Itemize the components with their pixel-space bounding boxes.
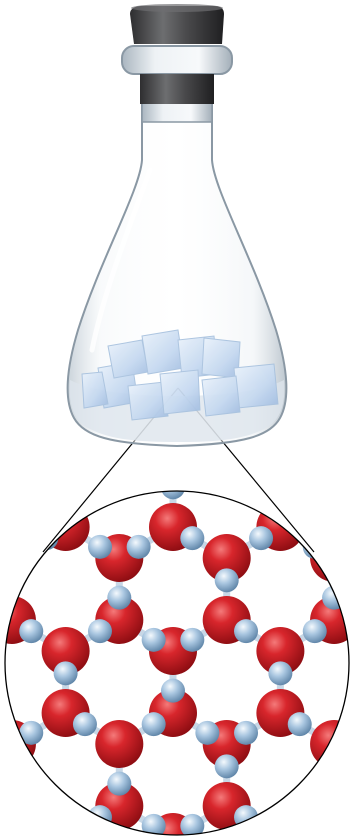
hydrogen-bond (280, 806, 334, 837)
hydrogen-atom (19, 805, 43, 829)
hydrogen-atom (303, 535, 327, 559)
hydrogen-atom (161, 679, 185, 703)
hydrogen-atom (161, 475, 185, 499)
oxygen-atom (95, 720, 143, 768)
hydrogen-atom (303, 619, 327, 643)
oxygen-atom (256, 813, 304, 839)
oxygen-atom (42, 441, 90, 489)
hydrogen-atom (303, 805, 327, 829)
hydrogen-atom (107, 586, 131, 610)
oxygen-atom (42, 813, 90, 839)
hydrogen-atom (0, 772, 24, 796)
oxygen-atom (0, 782, 36, 830)
hydrogen-atom (73, 712, 97, 736)
hydrogen-atom (54, 493, 78, 517)
hydrogen-atom (234, 721, 258, 745)
flask-lip (122, 46, 232, 74)
hydrogen-atom (107, 772, 131, 796)
oxygen-atom (310, 782, 354, 830)
hydrogen-atom (142, 628, 166, 652)
hydrogen-atom (180, 628, 204, 652)
oxygen-atom (256, 441, 304, 489)
hydrogen-atom (234, 619, 258, 643)
hydrogen-atom (195, 721, 219, 745)
hydrogen-atom (180, 526, 204, 550)
hydrogen-bond (12, 806, 66, 837)
hydrogen-atom (88, 619, 112, 643)
hydrogen-atom (142, 712, 166, 736)
hydrogen-atom (19, 619, 43, 643)
hydrogen-atom (88, 535, 112, 559)
hydrogen-atom (0, 568, 24, 592)
hydrogen-atom (268, 661, 292, 685)
hydrogen-atom (288, 712, 312, 736)
hydrogen-atom (127, 535, 151, 559)
hydrogen-atom (19, 721, 43, 745)
hydrogen-bond (0, 713, 12, 744)
hydrogen-atom (0, 721, 5, 745)
hydrogen-atom (215, 754, 239, 778)
hydrogen-atom (268, 493, 292, 517)
stopper-plug (140, 74, 214, 104)
water-molecule-lattice-icon (0, 441, 354, 839)
flask-icon (68, 4, 287, 446)
oxygen-atom (42, 503, 90, 551)
hydrogen-atom (54, 661, 78, 685)
hydrogen-atom (322, 772, 346, 796)
hydrogen-atom (322, 586, 346, 610)
hydrogen-atom (249, 526, 273, 550)
hydrogen-atom (215, 568, 239, 592)
oxygen-atom (149, 441, 197, 489)
